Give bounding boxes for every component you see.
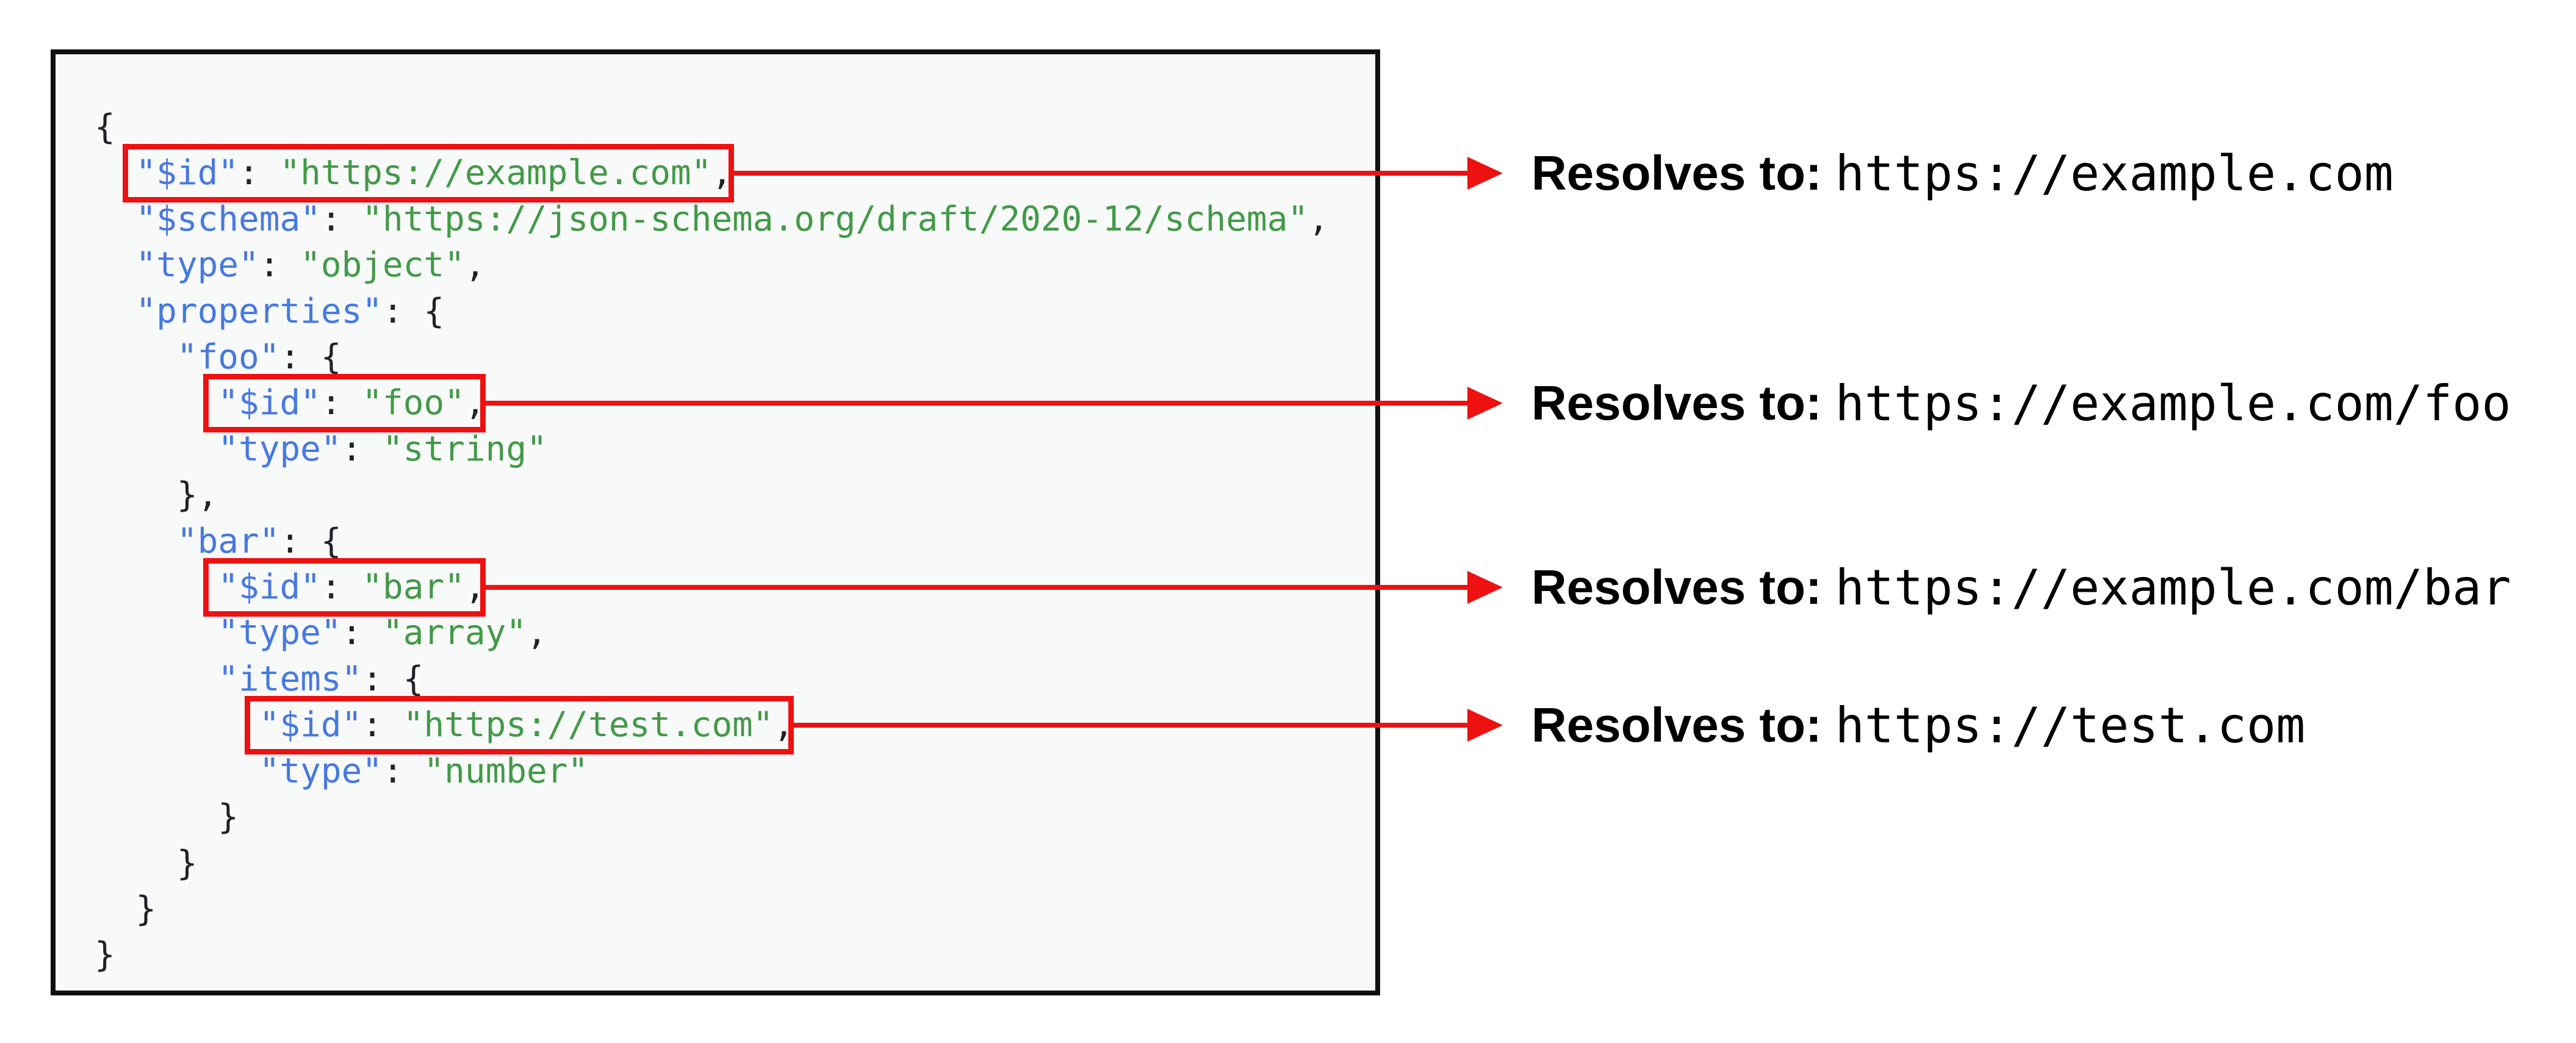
resolved-url: https://example.com/bar [1835,559,2511,616]
arrow-line-2 [486,401,1467,406]
code-line: "$id": "bar", [218,567,486,608]
code-line: }, [95,475,218,515]
code-line: "properties": { [135,291,445,331]
arrow-line-4 [794,723,1467,728]
code-line: "type": "string" [218,429,547,469]
code-line: { [95,107,115,147]
code-line: "type": "array", [218,613,547,653]
arrow-line-1 [734,171,1467,176]
highlight-box-foo-id [203,374,486,432]
highlight-box-items-id [245,696,794,754]
resolved-url: https://example.com [1835,145,2394,202]
code-line: } [95,797,239,837]
resolves-to-label: Resolves to: [1531,146,1822,200]
highlight-box-root-id [123,144,734,203]
code-line: } [95,935,115,975]
arrow-head-icon [1467,387,1503,420]
annotation-row: Resolves to: https://example.com [1531,145,2394,202]
code-block: { "$id": "https://example.com", "$schema… [56,54,1375,978]
resolved-url: https://example.com/foo [1835,375,2511,432]
resolves-to-label: Resolves to: [1531,560,1822,614]
annotation-row: Resolves to: https://test.com [1531,697,2306,754]
arrow-line-3 [486,585,1467,590]
code-line: } [95,889,157,929]
arrow-head-icon [1467,709,1503,742]
resolves-to-label: Resolves to: [1531,698,1822,752]
code-line: } [95,843,198,883]
highlight-box-bar-id [203,558,486,617]
code-line: "type": "number" [259,751,589,791]
arrow-head-icon [1467,157,1503,190]
arrow-head-icon [1467,571,1503,604]
code-line: "items": { [218,659,424,699]
json-schema-code-panel: { "$id": "https://example.com", "$schema… [51,49,1380,995]
code-line: "bar": { [176,521,342,561]
code-line: "$id": "https://example.com", [135,153,733,193]
resolves-to-label: Resolves to: [1531,376,1822,430]
annotation-row: Resolves to: https://example.com/foo [1531,375,2511,432]
code-line: "foo": { [176,337,342,378]
resolved-url: https://test.com [1835,697,2306,754]
code-line: "type": "object", [135,245,486,285]
code-line: "$schema": "https://json-schema.org/draf… [135,199,1329,239]
annotation-row: Resolves to: https://example.com/bar [1531,559,2511,616]
